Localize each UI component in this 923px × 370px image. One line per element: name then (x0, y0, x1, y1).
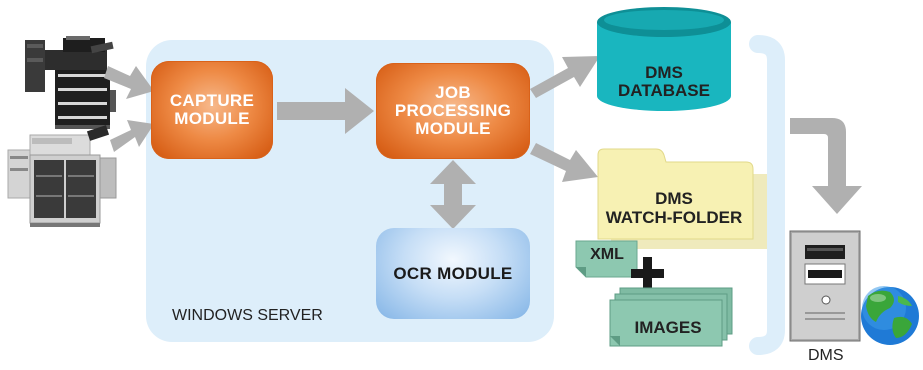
images-stack-icon (609, 287, 733, 347)
job-module-line3: MODULE (415, 119, 491, 138)
plus-icon (631, 257, 664, 290)
xml-label: XML (590, 246, 624, 263)
database-label-line2: DATABASE (618, 81, 710, 100)
dms-label: DMS (808, 347, 844, 364)
database-label: DMS DATABASE (598, 64, 730, 100)
flow-arrows (104, 56, 862, 229)
watch-folder-label-line2: WATCH-FOLDER (605, 208, 743, 227)
capture-module-line2: MODULE (174, 109, 250, 128)
capture-module-line1: CAPTURE (169, 91, 255, 110)
job-module-line2: PROCESSING (394, 101, 512, 120)
capture-module: CAPTURE MODULE (151, 61, 273, 159)
ocr-module: OCR MODULE (376, 228, 530, 319)
arrow-bracket-to-dms (790, 118, 862, 214)
watch-folder-label: DMS WATCH-FOLDER (598, 189, 750, 227)
printer-icon-top (25, 36, 116, 129)
arrow-job-ocr-bidirectional (430, 160, 476, 229)
xml-document-icon (575, 240, 638, 278)
dms-server-tower-icon (789, 230, 861, 342)
job-module-line1: JOB (435, 83, 471, 102)
dms-database-cylinder (597, 7, 731, 111)
arrow-capture-to-job (277, 88, 374, 134)
ocr-module-label: OCR MODULE (393, 263, 513, 283)
database-label-line1: DMS (645, 63, 683, 82)
arrow-job-to-database (530, 56, 600, 98)
watch-folder-label-line1: DMS (655, 189, 693, 208)
windows-server-label: WINDOWS SERVER (172, 307, 323, 324)
globe-icon (861, 286, 919, 345)
printer-icon-bottom (7, 125, 117, 227)
arrow-job-to-watch-folder (530, 143, 598, 182)
job-processing-module: JOB PROCESSING MODULE (376, 63, 530, 159)
output-bracket (749, 35, 785, 355)
arrow-printer-to-capture-bottom (110, 120, 154, 152)
watch-folder-icon (597, 148, 770, 249)
arrow-printer-to-capture-top (104, 66, 154, 99)
images-label: IMAGES (634, 318, 702, 337)
